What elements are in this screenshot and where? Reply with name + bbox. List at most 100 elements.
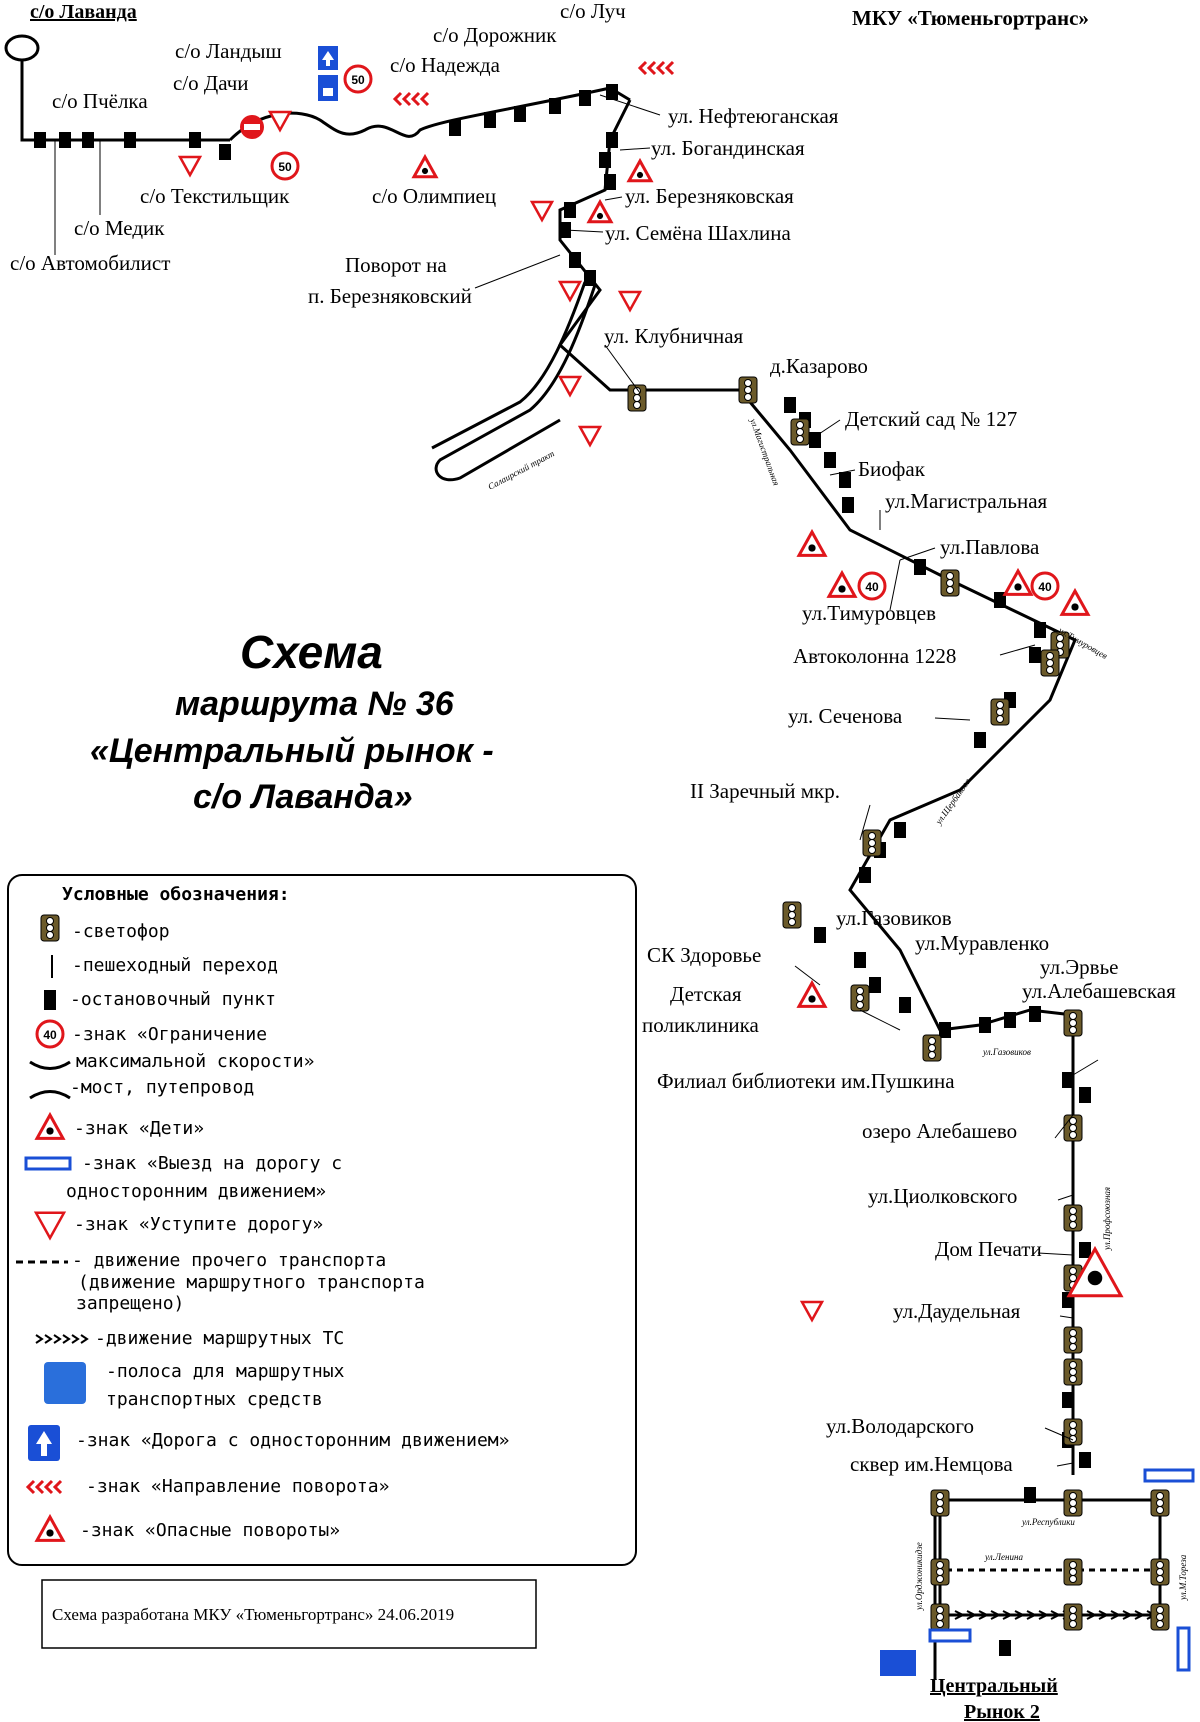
title-line: Схема <box>240 626 383 678</box>
street-label: ул.Профсоюзная <box>1102 1187 1112 1251</box>
route-arrow <box>1002 1610 1014 1620</box>
legend-item: -знак «Выезд на дорогу с <box>82 1153 342 1174</box>
yield-sign <box>267 110 293 133</box>
stop-box <box>999 1640 1011 1656</box>
legend-item: -движение маршрутных ТС <box>95 1328 344 1349</box>
traffic-light <box>930 1558 950 1586</box>
stop-label: Автоколонна 1228 <box>793 644 956 668</box>
traffic-light <box>1150 1558 1170 1586</box>
traffic-light <box>1150 1489 1170 1517</box>
stop-box <box>1062 1072 1074 1088</box>
yield-sign <box>617 290 643 313</box>
traffic-light <box>990 698 1010 726</box>
street-label: ул.Магистральная <box>748 416 782 487</box>
stop-label: ул. Клубничная <box>604 324 744 348</box>
stop-box <box>869 977 881 993</box>
yield-sign <box>799 1300 825 1323</box>
stop-box <box>82 132 94 148</box>
children-sign <box>826 569 858 598</box>
stop-box <box>1004 1012 1016 1028</box>
legend-item: односторонним движением» <box>66 1181 326 1202</box>
stop-box <box>569 252 581 268</box>
title-line: маршрута № 36 <box>175 685 455 723</box>
route-arrow <box>966 1610 978 1620</box>
legend-item: -пешеходный переход <box>72 955 278 976</box>
stop-box <box>124 132 136 148</box>
traffic-light <box>862 829 882 857</box>
legend-route-arrow <box>71 1334 80 1344</box>
turn-direction-sign <box>664 60 675 76</box>
legend-route-arrow <box>53 1334 62 1344</box>
route-arrow <box>1038 1610 1050 1620</box>
yield-sign <box>577 425 603 448</box>
stop-label: с/о Лаванда <box>30 1 137 23</box>
street-label: ул.Щербакова <box>933 776 973 827</box>
route-arrow <box>1026 1610 1038 1620</box>
stop-box <box>449 120 461 136</box>
legend-dangerous-turns <box>34 1513 66 1542</box>
stop-box <box>606 84 618 100</box>
turn-direction-sign <box>392 91 403 107</box>
stop-label: ул.Павлова <box>940 535 1040 559</box>
stop-label: Филиал библиотеки им.Пушкина <box>657 1069 955 1093</box>
traffic-light <box>1063 1114 1083 1142</box>
route-arrow <box>1134 1610 1146 1620</box>
yield-sign <box>557 280 583 303</box>
speed-limit-sign <box>1030 571 1060 601</box>
legend-route-arrow <box>62 1334 71 1344</box>
legend-item: -светофор <box>72 921 170 942</box>
stop-label: ул.Эрвье <box>1040 955 1118 979</box>
stop-box <box>584 270 596 286</box>
stop-label: ул. Сеченова <box>788 704 903 728</box>
legend-item: -знак «Опасные повороты» <box>80 1520 340 1541</box>
turn-direction-sign <box>637 60 648 76</box>
turn-direction-sign <box>646 60 657 76</box>
children-sign <box>1059 587 1091 616</box>
stop-label: ул.Циолковского <box>868 1184 1017 1208</box>
stop-labels: с/о Лаванда с/о Луч с/о Дорожник с/о Лан… <box>10 0 1176 1722</box>
stop-box <box>219 144 231 160</box>
legend-symbols: 40 <box>16 914 89 1542</box>
turn-direction-sign <box>34 1479 45 1495</box>
turn-direction-sign <box>655 60 666 76</box>
route-arrow <box>1122 1610 1134 1620</box>
speed-limit-value: 40 <box>43 1028 57 1042</box>
route-arrow <box>1086 1610 1098 1620</box>
legend-item: -знак «Направление поворота» <box>86 1476 389 1497</box>
stop-label: с/о Дачи <box>173 71 249 95</box>
stop-box <box>604 174 616 190</box>
stop-box <box>1079 1242 1091 1258</box>
street-label: ул.Газовиков <box>982 1047 1031 1057</box>
traffic-light <box>627 384 647 412</box>
legend: Условные обозначения: 40 -светофор -пеше… <box>7 874 637 1566</box>
legend-item: транспортных средств <box>106 1389 323 1410</box>
children-sign <box>1002 567 1034 596</box>
speed-limit-value: 40 <box>865 580 879 594</box>
turn-direction-sign <box>25 1479 36 1495</box>
stop-label: СК Здоровье <box>647 943 761 967</box>
traffic-light <box>790 418 810 446</box>
stop-box <box>809 432 821 448</box>
traffic-light <box>1040 649 1060 677</box>
turn-direction-sign <box>52 1479 63 1495</box>
street-label: Салаирский тракт <box>486 448 556 492</box>
stop-label: Биофак <box>858 457 926 481</box>
stop-box <box>994 592 1006 608</box>
org-name: МКУ «Тюменьгортранс» <box>852 6 1089 30</box>
stop-label: Поворот на <box>345 253 447 277</box>
stop-box <box>606 132 618 148</box>
street-label: ул.Ленина <box>984 1552 1023 1562</box>
traffic-light <box>40 914 60 942</box>
stop-box <box>1079 1087 1091 1103</box>
stop-label: ул. Семёна Шахлина <box>605 221 792 245</box>
stop-label: с/о Медик <box>74 216 165 240</box>
stop-label: с/о Олимпиец <box>372 184 496 208</box>
traffic-light <box>922 1034 942 1062</box>
stop-box <box>579 90 591 106</box>
stop-label: с/о Текстильщик <box>140 184 290 208</box>
stop-label: II Заречный мкр. <box>690 779 840 803</box>
legend-one-way-exit <box>24 1156 72 1171</box>
stop-label: с/о Пчёлка <box>52 89 148 113</box>
stop-box <box>1079 1452 1091 1468</box>
children-sign <box>796 528 828 557</box>
